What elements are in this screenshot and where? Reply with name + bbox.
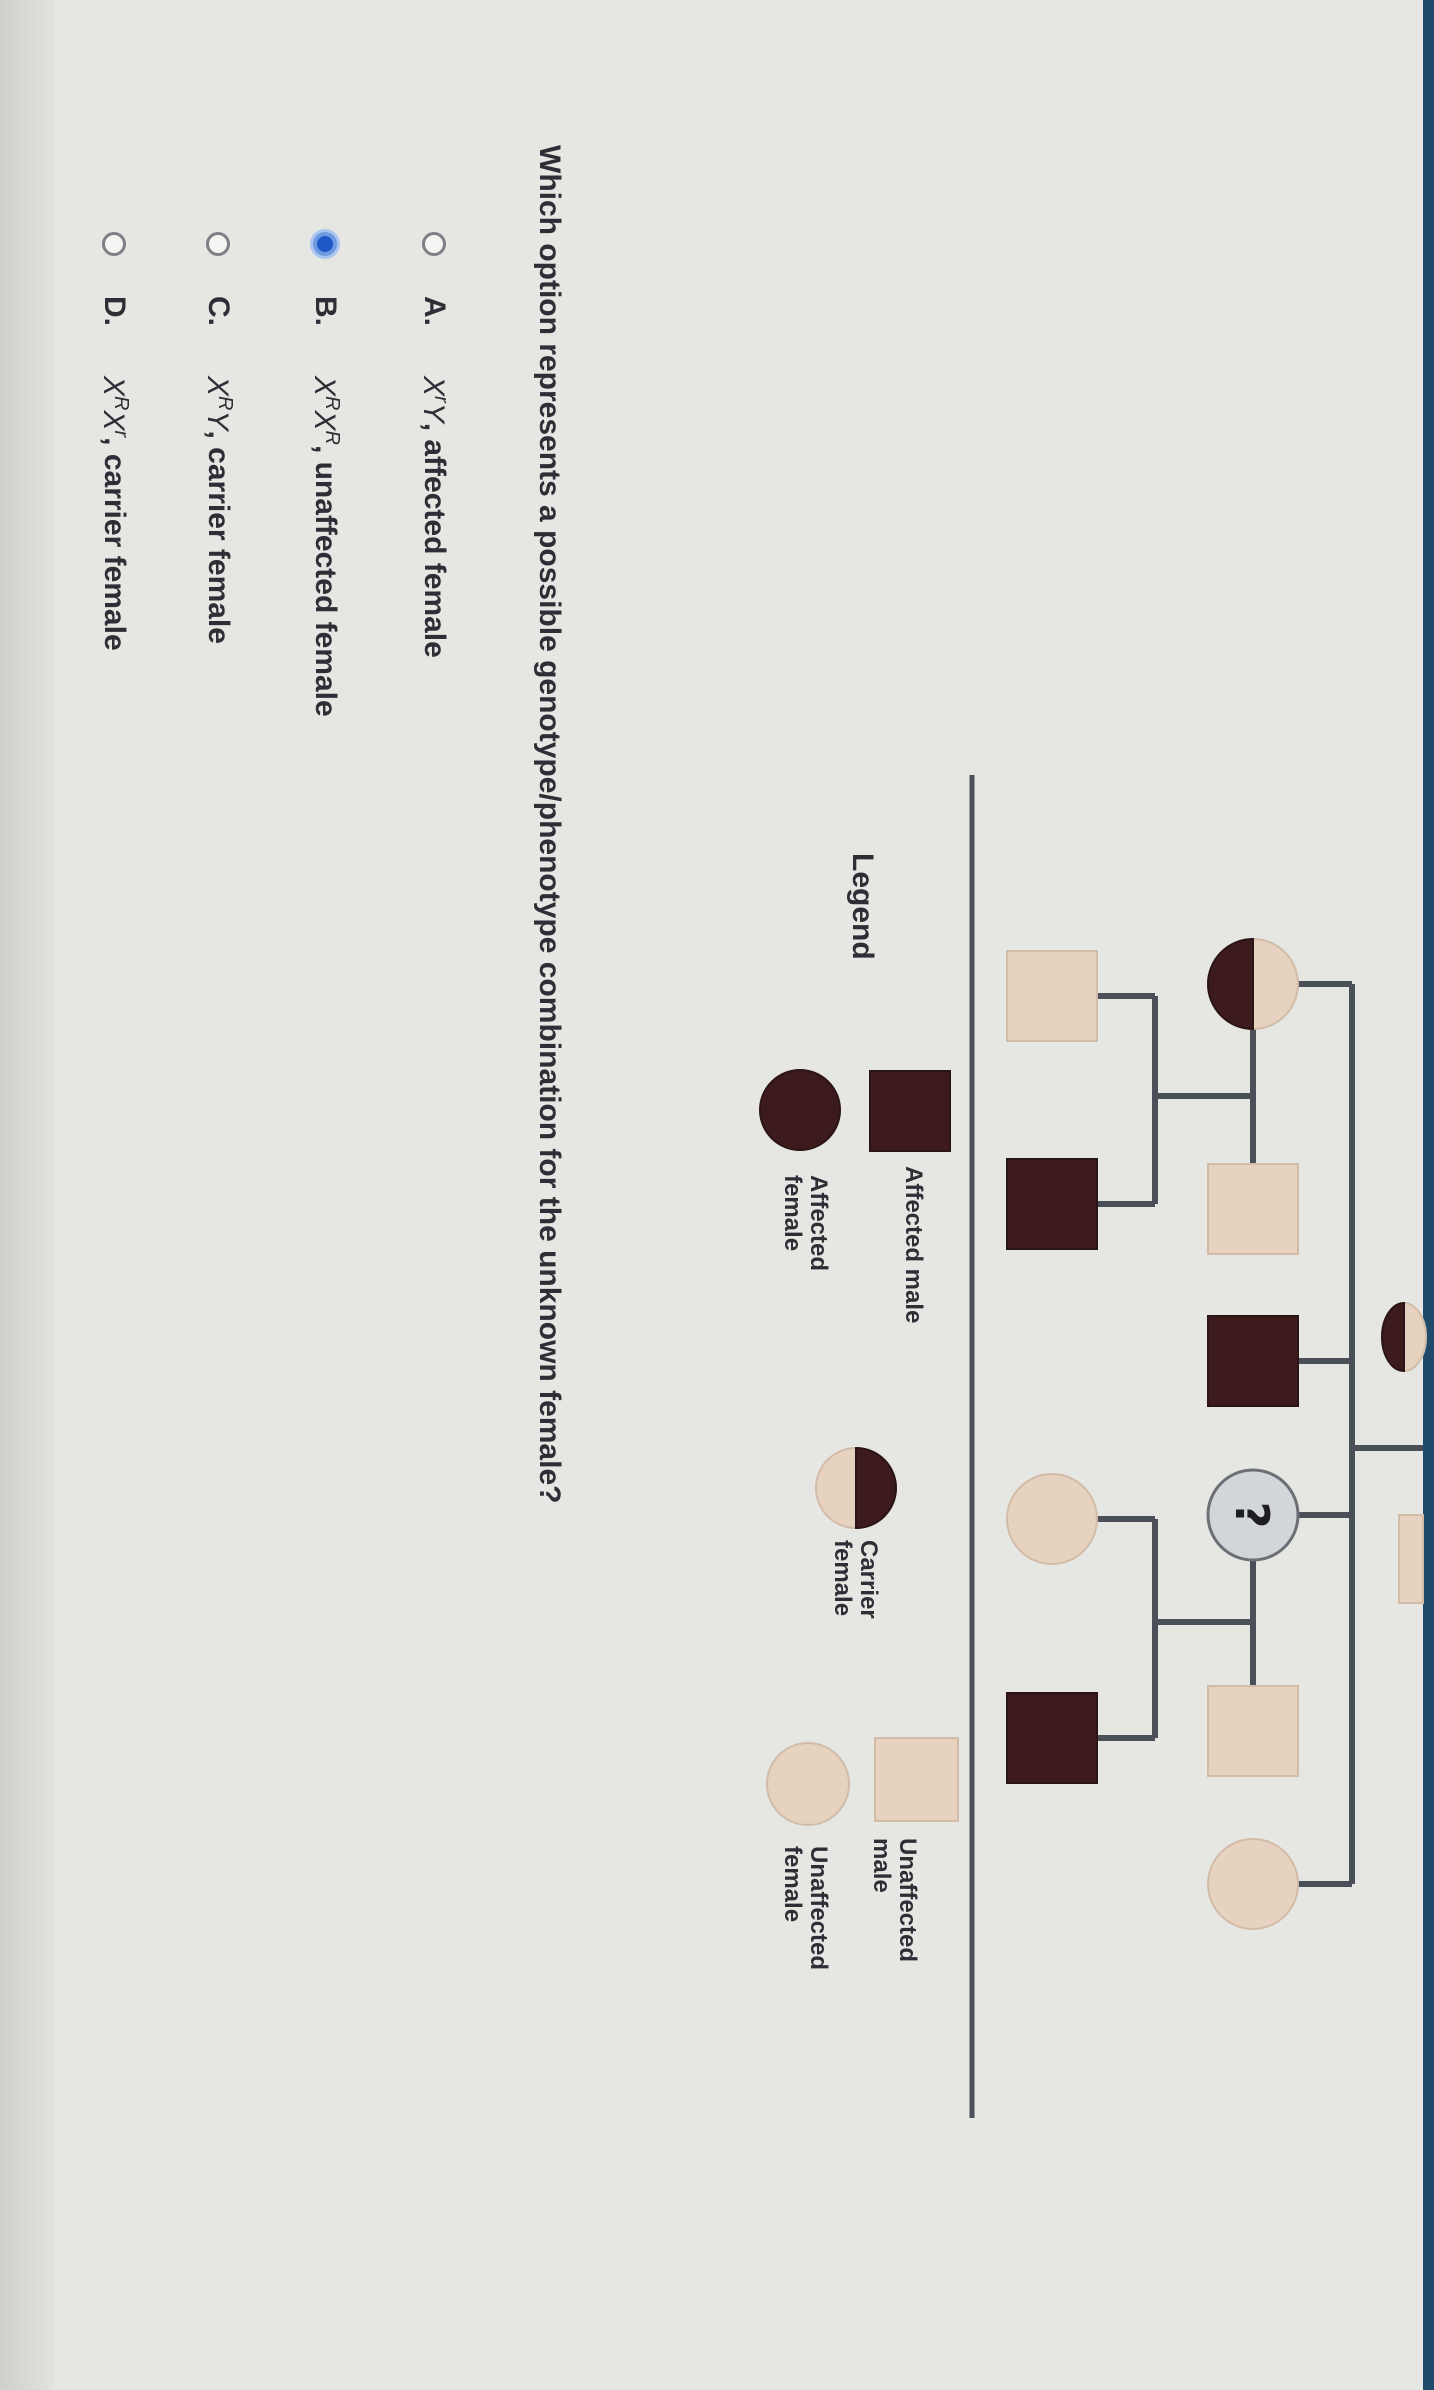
legend-title: Legend: [846, 853, 879, 960]
legend-carrier-female-icon: [815, 1446, 897, 1530]
unaffected-female-gen3: [1006, 1473, 1098, 1565]
legend-label-affected-male: Affected male: [900, 1166, 927, 1324]
carrier-half: [1381, 1301, 1405, 1373]
unaffected-male-gen3: [1006, 950, 1098, 1042]
phenotype: , carrier female: [98, 437, 131, 651]
option-letter: C.: [202, 296, 235, 326]
affected-male-gen3: [1006, 1158, 1098, 1250]
unaffected-female-gen2: [1207, 1838, 1299, 1930]
phenotype: , unaffected female: [309, 444, 342, 717]
option-letter: D.: [98, 296, 131, 326]
legend-unaffected-female-icon: [766, 1742, 850, 1826]
unaffected-male-gen2-spouse: [1207, 1685, 1299, 1777]
genotype: XrY: [417, 376, 452, 423]
question-text: Which option represents a possible genot…: [533, 145, 566, 1504]
carrier-female-gen2: [1207, 937, 1299, 1031]
radio-option-c[interactable]: [206, 232, 230, 256]
option-letter: A.: [418, 296, 451, 326]
unaffected-male-gen2: [1207, 1163, 1299, 1255]
option-d[interactable]: D. XRXr , carrier female: [94, 232, 134, 651]
phenotype: , carrier female: [202, 430, 235, 644]
genotype: XRXR: [308, 376, 343, 445]
unknown-female: ?: [1206, 1468, 1300, 1562]
option-a[interactable]: A. XrY , affected female: [414, 232, 454, 658]
legend-unaffected-male-icon: [874, 1737, 959, 1822]
affected-male-gen3-2: [1006, 1692, 1098, 1784]
unknown-label: ?: [1225, 1502, 1279, 1529]
radio-option-d[interactable]: [102, 232, 126, 256]
radio-option-b-selected[interactable]: [313, 232, 337, 256]
radio-option-a[interactable]: [422, 232, 446, 256]
genotype: XRXr: [97, 376, 132, 438]
option-c[interactable]: C. XRY , carrier female: [198, 232, 238, 644]
grandmother-carrier: [1381, 1301, 1427, 1373]
genotype: XRY: [201, 376, 236, 431]
option-b[interactable]: B. XRXR , unaffected female: [305, 232, 345, 717]
phenotype: , affected female: [418, 422, 451, 658]
legend-affected-female-icon: [759, 1069, 841, 1151]
affected-male-gen2: [1207, 1315, 1299, 1407]
legend-affected-male-icon: [869, 1070, 951, 1152]
option-letter: B.: [309, 296, 342, 326]
grandfather-unaffected: [1398, 1514, 1424, 1604]
